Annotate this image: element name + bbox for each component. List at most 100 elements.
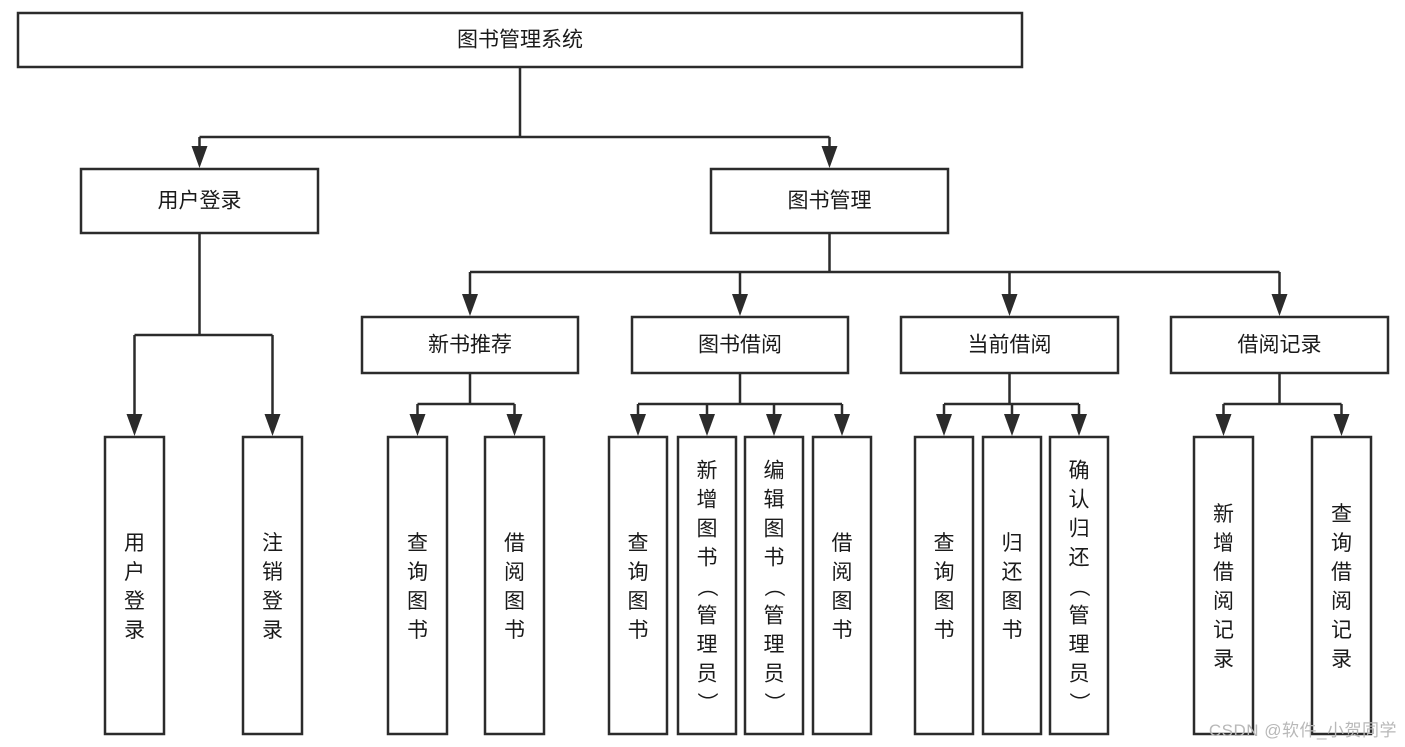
node-label-char: 归 <box>1069 518 1090 541</box>
node-leaf-query-book-br[interactable]: 查询图书查询图书 <box>607 435 669 736</box>
node-leaf-query-book-rec[interactable]: 查询图书查询图书 <box>386 435 449 736</box>
node-label-char: 新 <box>1213 503 1234 526</box>
node-label-char: 增 <box>1213 532 1234 555</box>
node-label-char: 借 <box>1331 561 1352 584</box>
node-label-char: 员 <box>1069 663 1090 686</box>
node-label-char: 登 <box>124 590 145 613</box>
node-label-char: 确 <box>1069 460 1090 483</box>
node-label-char: 借 <box>832 532 853 555</box>
node-leaf-query-book-cb[interactable]: 查询图书查询图书 <box>913 435 975 736</box>
node-label-char: 书 <box>697 547 718 570</box>
node-box[interactable] <box>1169 315 1390 375</box>
node-box[interactable] <box>1192 435 1255 736</box>
node-box[interactable] <box>913 435 975 736</box>
node-label-char: ） <box>762 692 785 713</box>
arrow-head-icon <box>1071 414 1087 436</box>
arrow-head-icon <box>821 146 838 168</box>
node-label-char: 图 <box>697 518 718 541</box>
node-label-char: 录 <box>1213 648 1234 671</box>
node-label-char: 编 <box>764 460 785 483</box>
node-box[interactable] <box>811 435 873 736</box>
node-box[interactable] <box>241 435 304 736</box>
node-leaf-logout[interactable]: 注销登录注销登录 <box>241 435 304 736</box>
node-label-char: 书 <box>628 619 649 642</box>
node-leaf-add-record[interactable]: 新增借阅记录新增借阅记录 <box>1192 435 1255 736</box>
node-label-char: ） <box>1067 692 1090 713</box>
node-label-char: 图 <box>407 590 428 613</box>
node-box[interactable] <box>103 435 166 736</box>
node-book-borrow[interactable]: 图书借阅 <box>630 315 850 375</box>
arrow-head-icon <box>409 414 426 436</box>
node-borrow-record[interactable]: 借阅记录 <box>1169 315 1390 375</box>
node-box[interactable] <box>360 315 580 375</box>
node-label-char: 图 <box>628 590 649 613</box>
node-label-char: 记 <box>1213 619 1234 642</box>
node-leaf-query-record[interactable]: 查询借阅记录查询借阅记录 <box>1310 435 1373 736</box>
node-label-char: 书 <box>832 619 853 642</box>
arrow-head-icon <box>1004 414 1020 436</box>
node-box[interactable] <box>676 435 738 736</box>
node-leaf-borrow-book-rec[interactable]: 借阅图书借阅图书 <box>483 435 546 736</box>
node-new-book-rec[interactable]: 新书推荐 <box>360 315 580 375</box>
node-label: 用户登录 <box>158 190 242 213</box>
node-label-char: 录 <box>262 619 283 642</box>
node-label-char: 录 <box>1331 648 1352 671</box>
node-box[interactable] <box>981 435 1043 736</box>
connector-group <box>409 373 523 436</box>
node-label-char: 询 <box>407 561 428 584</box>
node-box[interactable] <box>743 435 805 736</box>
node-label-char: 归 <box>1002 532 1023 555</box>
node-book-manage[interactable]: 图书管理 <box>709 167 950 235</box>
node-label-char: 理 <box>764 634 785 657</box>
node-box[interactable] <box>483 435 546 736</box>
node-box[interactable] <box>79 167 320 235</box>
node-label: 当前借阅 <box>968 334 1052 357</box>
node-box[interactable] <box>386 435 449 736</box>
node-current-borrow[interactable]: 当前借阅 <box>899 315 1120 375</box>
connector-group <box>936 373 1087 436</box>
arrow-head-icon <box>1001 294 1018 316</box>
arrow-head-icon <box>264 414 281 436</box>
node-label-char: 询 <box>628 561 649 584</box>
node-label: 借阅记录 <box>1238 334 1322 357</box>
node-label: 图书借阅 <box>698 334 782 357</box>
node-label-char: 询 <box>1331 532 1352 555</box>
arrow-head-icon <box>126 414 143 436</box>
node-label: 图书管理 <box>788 190 872 213</box>
node-label-char: 阅 <box>1213 590 1234 613</box>
arrow-head-icon <box>462 294 478 316</box>
node-user-login[interactable]: 用户登录 <box>79 167 320 235</box>
node-box[interactable] <box>1310 435 1373 736</box>
node-box[interactable] <box>709 167 950 235</box>
node-leaf-return-book[interactable]: 归还图书归还图书 <box>981 435 1043 736</box>
node-label-char: 图 <box>1002 590 1023 613</box>
node-label-char: 理 <box>697 634 718 657</box>
node-leaf-user-login[interactable]: 用户登录用户登录 <box>103 435 166 736</box>
node-label-char: 查 <box>407 532 428 555</box>
node-label-char: 书 <box>504 619 525 642</box>
node-label-char: 图 <box>764 518 785 541</box>
node-label-char: 认 <box>1069 489 1090 512</box>
node-box[interactable] <box>899 315 1120 375</box>
node-root[interactable]: 图书管理系统 <box>16 11 1024 69</box>
node-label-char: （ <box>695 576 718 597</box>
node-box[interactable] <box>630 315 850 375</box>
node-box[interactable] <box>607 435 669 736</box>
node-label-char: 管 <box>764 605 785 628</box>
node-box[interactable] <box>1048 435 1110 736</box>
arrow-head-icon <box>834 414 850 436</box>
node-label-char: 查 <box>628 532 649 555</box>
node-leaf-borrow-book-br[interactable]: 借阅图书借阅图书 <box>811 435 873 736</box>
node-box[interactable] <box>16 11 1024 69</box>
node-label-char: 图 <box>934 590 955 613</box>
node-label-char: 理 <box>1069 634 1090 657</box>
connector-group <box>462 233 1288 316</box>
node-label-char: 书 <box>1002 619 1023 642</box>
node-label-char: 图 <box>504 590 525 613</box>
node-label-char: 录 <box>124 619 145 642</box>
edges-layer <box>126 67 1350 436</box>
